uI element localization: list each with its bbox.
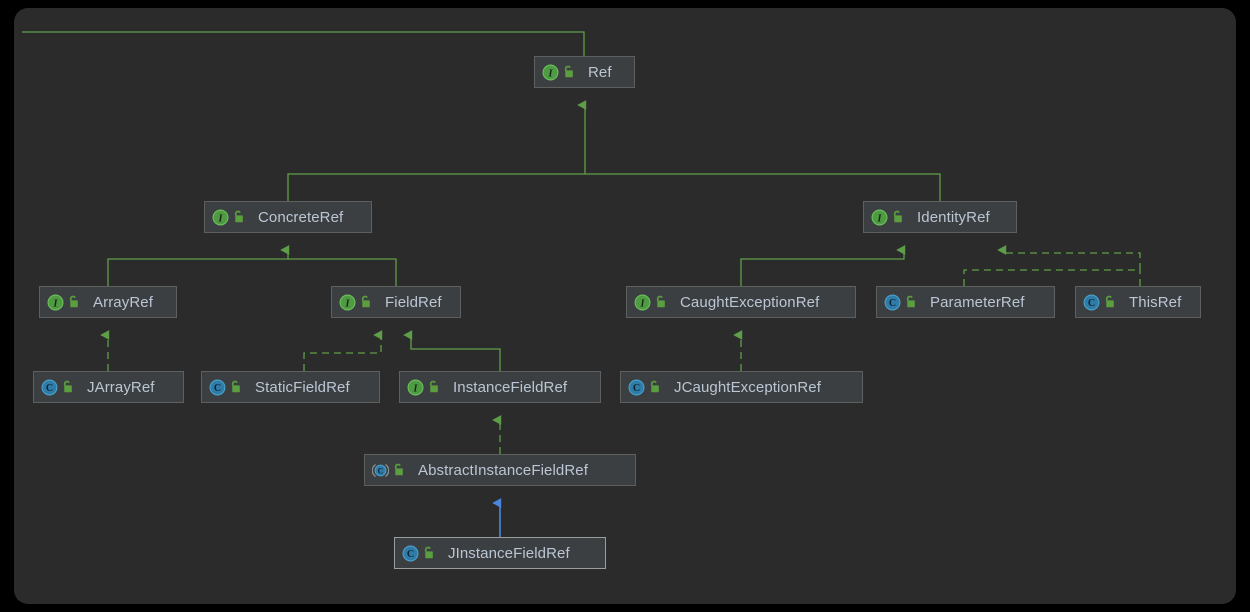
interface-icon: I [542,64,559,80]
node-thisref[interactable]: C ThisRef [1075,286,1201,318]
svg-text:I: I [640,298,646,309]
unlocked-padlock-icon [564,65,573,78]
interface-icon: I [47,294,64,310]
class-icon: C [884,294,901,310]
node-icons: I [339,294,372,311]
node-ref[interactable]: I Ref [534,56,635,88]
node-label: AbstractInstanceFieldRef [418,461,588,479]
node-parameterref[interactable]: C ParameterRef [876,286,1055,318]
node-label: Ref [588,63,612,81]
unlocked-padlock-icon [650,380,659,393]
node-jarrayref[interactable]: C JArrayRef [33,371,184,403]
node-arrayref[interactable]: I ArrayRef [39,286,177,318]
node-label: ThisRef [1129,293,1182,311]
node-label: IdentityRef [917,208,990,226]
svg-text:I: I [877,213,883,224]
class-icon: C [1083,294,1100,310]
edge-arrayref-to-concreteref [107,245,290,286]
node-jinstancefieldref[interactable]: C JInstanceFieldRef [394,537,606,569]
node-label: ConcreteRef [258,208,344,226]
interface-icon: I [407,379,424,395]
unlocked-padlock-icon [1105,295,1114,308]
node-icons: I [47,294,80,311]
node-caughtexceptionref[interactable]: I CaughtExceptionRef [626,286,856,318]
unlocked-padlock-icon [231,380,240,393]
edge-staticfieldref-to-fieldref [303,330,383,371]
unlocked-padlock-icon [361,295,370,308]
node-abstractinstancefieldref[interactable]: C AbstractInstanceFieldRef [364,454,636,486]
node-icons: I [542,64,575,81]
node-fieldref[interactable]: I FieldRef [331,286,461,318]
unlocked-padlock-icon [893,210,902,223]
svg-text:C: C [633,383,640,394]
svg-text:C: C [378,466,384,475]
class-icon: C [209,379,226,395]
unlocked-padlock-icon [429,380,438,393]
svg-text:I: I [218,213,224,224]
node-label: ParameterRef [930,293,1025,311]
node-label: InstanceFieldRef [453,378,568,396]
unlocked-padlock-icon [906,295,915,308]
node-icons: C [1083,294,1116,311]
unlocked-padlock-icon [424,546,433,559]
svg-text:C: C [407,549,414,560]
svg-text:I: I [345,298,351,309]
edge-fieldref-to-concreteref [288,258,397,286]
unlocked-padlock-icon [234,210,243,223]
node-label: CaughtExceptionRef [680,293,820,311]
svg-text:C: C [889,298,896,309]
svg-text:C: C [46,383,53,394]
node-concreteref[interactable]: I ConcreteRef [204,201,372,233]
node-label: JInstanceFieldRef [448,544,570,562]
class-icon: C [41,379,58,395]
unlocked-padlock-icon [656,295,665,308]
interface-icon: I [871,209,888,225]
node-icons: I [871,209,904,226]
node-icons: C [402,545,435,562]
edge-instancefieldref-to-fieldref [403,330,501,371]
node-icons: I [634,294,667,311]
svg-text:I: I [548,68,554,79]
node-label: StaticFieldRef [255,378,350,396]
interface-icon: I [212,209,229,225]
node-icons: I [407,379,440,396]
interface-icon: I [339,294,356,310]
svg-text:I: I [413,383,419,394]
edge-caughtexceptionref-to-identityref [740,245,906,286]
svg-text:C: C [1088,298,1095,309]
class-icon: C [628,379,645,395]
unlocked-padlock-icon [69,295,78,308]
node-staticfieldref[interactable]: C StaticFieldRef [201,371,380,403]
node-icons: C [372,462,405,479]
node-label: JArrayRef [87,378,155,396]
interface-icon: I [634,294,651,310]
abstract-class-icon: C [372,463,389,477]
svg-text:I: I [53,298,59,309]
edge-offscreen-to-ref [22,31,585,56]
svg-text:C: C [214,383,221,394]
node-icons: I [212,209,245,226]
unlocked-padlock-icon [394,463,403,476]
edge-parameterref-to-identityref [963,245,1141,286]
node-instancefieldref[interactable]: I InstanceFieldRef [399,371,601,403]
diagram-canvas[interactable]: I Ref I ConcreteR [14,8,1236,604]
node-label: FieldRef [385,293,442,311]
node-label: JCaughtExceptionRef [674,378,821,396]
node-label: ArrayRef [93,293,153,311]
node-icons: C [628,379,661,396]
edge-concreteref-to-ref [287,100,587,201]
node-icons: C [209,379,242,396]
class-icon: C [402,545,419,561]
edge-identityref-to-ref [585,173,941,201]
node-identityref[interactable]: I IdentityRef [863,201,1017,233]
node-icons: C [884,294,917,311]
unlocked-padlock-icon [63,380,72,393]
node-icons: C [41,379,74,396]
node-jcaughtexceptionref[interactable]: C JCaughtExceptionRef [620,371,863,403]
